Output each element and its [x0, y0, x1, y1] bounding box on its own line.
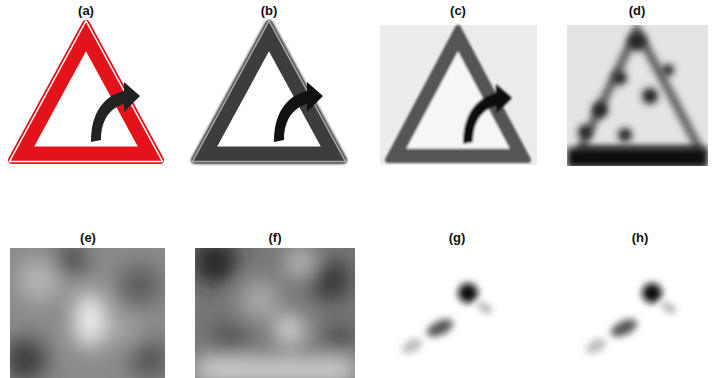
panel-label: (c) [448, 3, 468, 18]
sign-lowres [380, 25, 537, 165]
sign-colour [9, 21, 162, 162]
panel-label: (b) [259, 3, 280, 18]
panel-label: (g) [447, 230, 468, 245]
panel-label: (a) [76, 3, 96, 18]
activation-map [195, 248, 355, 378]
activation-map [10, 248, 165, 378]
sign-gray [192, 21, 345, 162]
saliency-map [399, 283, 493, 357]
panel-label: (e) [78, 230, 98, 245]
panel-label: (f) [267, 230, 284, 245]
panel-label: (d) [627, 3, 648, 18]
panel-label: (h) [630, 230, 651, 245]
feature-map [567, 25, 708, 166]
saliency-map [583, 283, 677, 357]
